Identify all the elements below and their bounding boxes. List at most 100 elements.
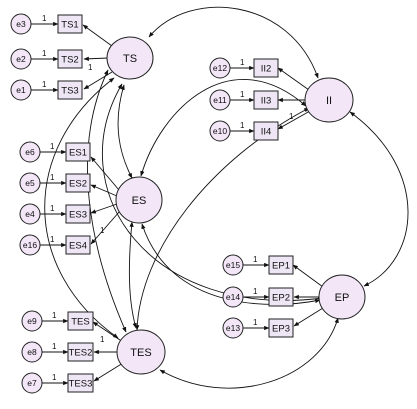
load-ii-ii2 [277,67,310,91]
error-label: e15 [226,260,240,270]
observed-variables: TS1 TS2 TS3 II2 II3 II4 ES1 ES2 ES3 ES4 … [57,14,294,393]
indicator-label: II3 [261,96,272,107]
indicator-label: TES3 [69,379,93,390]
fixed-label: 1 [253,318,258,327]
error-node-e15 [222,254,244,276]
error-label: e1 [16,85,26,95]
fixed-loading-labels: 1 1 1 1 1 1 1 1 1 1 1 1 1 1 1 1 1 1 1 1 [42,14,294,382]
fixed-label: 1 [240,90,245,99]
cov-ts-ii [148,6,319,79]
error-label: e3 [16,19,26,29]
indicator-box-ii2 [253,58,279,78]
error-label: e6 [25,147,35,157]
load-es-es3 [90,203,118,214]
indicator-label: ES4 [69,241,87,252]
indicator-box-tes1 [67,311,94,331]
indicator-label: ES3 [69,210,87,221]
cov-tes-ep [159,317,339,389]
latent-node-es [115,176,163,224]
error-label: e16 [23,240,37,250]
load-tes-tes1 [92,321,124,343]
error-label: e5 [25,178,35,188]
load-ep-ep3 [293,307,324,327]
fixed-label: 1 [50,142,55,151]
load-ep-ep1 [292,264,324,288]
indicator-box-tes3 [67,373,94,393]
error-node-e2 [10,48,32,70]
error-node-e5 [19,172,41,194]
fixed-label: 1 [88,63,93,72]
indicator-label: ES1 [69,148,87,159]
latent-label: TS [123,53,137,65]
error-label: e7 [27,378,37,388]
error-node-e4 [19,203,41,225]
load-es-es1 [90,156,120,191]
fixed-label: 1 [240,58,245,67]
indicator-label: TS3 [61,86,78,97]
error-node-e3 [10,13,32,35]
error-node-e10 [209,120,231,142]
error-node-e1 [10,79,32,101]
error-label: e9 [27,316,37,326]
indicator-box-es3 [65,204,91,224]
load-es-es2 [90,184,118,197]
indicator-box-es4 [65,235,91,255]
error-label: e2 [16,54,26,64]
fixed-label: 1 [100,335,105,344]
load-ts-ts2 [83,56,109,61]
error-label: e8 [27,347,37,357]
indicator-box-ep1 [268,255,294,275]
fixed-label: 1 [52,311,57,320]
indicator-label: TS1 [61,20,78,31]
fixed-label: 1 [42,14,47,23]
error-node-e16 [19,234,41,256]
latent-variables: TS II ES EP TES [106,36,366,375]
fixed-label: 1 [289,112,294,121]
error-label: e10 [213,126,227,136]
fixed-label: 1 [52,342,57,351]
fixed-label: 1 [253,287,258,296]
loading-paths [82,24,324,382]
indicator-label: TES2 [69,348,93,359]
error-label: e13 [226,323,240,333]
indicator-box-es2 [65,173,91,193]
fixed-label: 1 [253,255,258,264]
latent-node-tes [116,329,166,375]
latent-label: TES [130,347,151,359]
indicator-box-tes2 [67,342,94,362]
error-label: e4 [25,209,35,219]
fixed-label: 1 [50,173,55,182]
latent-node-ii [304,77,354,123]
fixed-label: 1 [42,80,47,89]
latent-node-ts [106,36,154,80]
latent-label: EP [335,292,350,304]
indicator-box-ts1 [57,14,83,34]
fixed-label: 1 [100,226,105,235]
error-node-e8 [21,341,43,363]
indicator-box-es1 [65,142,91,162]
indicator-box-ii4 [253,121,279,141]
error-node-e9 [21,310,43,332]
error-node-e7 [21,372,43,394]
latent-node-ep [318,274,366,320]
cov-ii-ep [349,111,409,287]
load-tes-tes3 [93,362,124,382]
cov-ts-ii-inner [87,69,127,333]
load-es-es4 [90,210,121,245]
cov-ts-tes [44,77,119,339]
error-label: e12 [213,63,227,73]
load-ts-ts1 [82,24,113,47]
indicator-label: II2 [261,64,272,75]
load-ts-ts3 [83,71,113,90]
indicator-label: EP1 [272,261,290,272]
indicator-box-ts3 [57,80,83,100]
error-node-e11 [209,89,231,111]
error-terms: e3 e2 e1 e12 e11 e10 e6 e5 e4 e16 e15 e1… [10,13,244,394]
cov-ts-es [117,84,133,179]
latent-label: II [326,95,332,107]
load-ii-ii4 [277,110,311,130]
indicator-box-ep3 [268,318,294,338]
fixed-label: 1 [50,235,55,244]
indicator-box-ii3 [253,90,279,110]
